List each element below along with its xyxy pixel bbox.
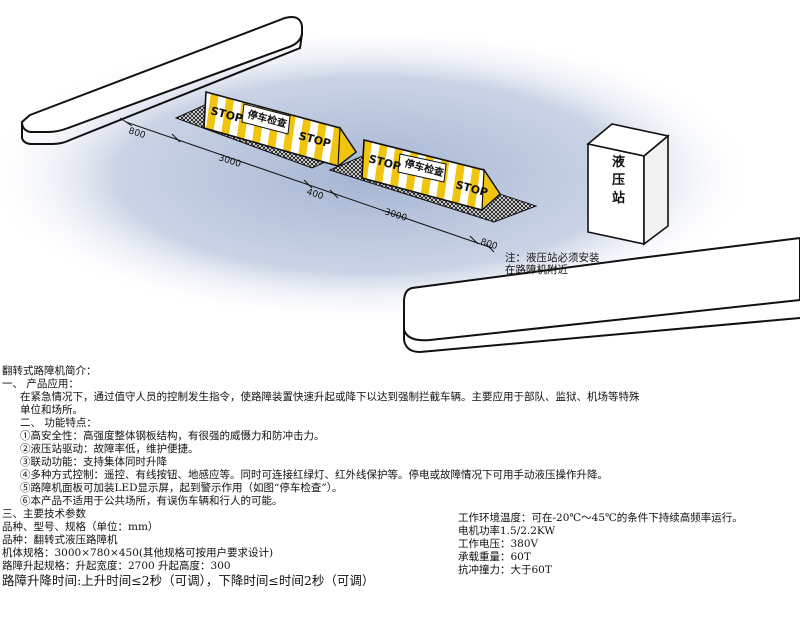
install-note-line-1: 注：液压站必须安装: [505, 252, 600, 264]
install-note: 注：液压站必须安装 在路障机附近: [505, 252, 600, 276]
param-right-3: 工作电压：380V: [458, 538, 539, 550]
feature-2: ②液压站驱动：故障率低，维护便捷。: [20, 443, 199, 455]
section-1-heading: 一、 产品应用：: [2, 378, 79, 390]
upper-curb: [20, 16, 303, 145]
barrier-1: [174, 90, 358, 169]
dimension-line: [119, 117, 495, 253]
feature-4: ④多种方式控制：遥控、有线按钮、地感应等。同时可连接红绿灯、红外线保护等。停电或…: [20, 469, 608, 481]
station-label-1: 液: [612, 154, 625, 170]
param-right-2: 电机功率1.5/2.2KW: [458, 525, 556, 537]
barrier-2: [328, 138, 538, 223]
param-left-1: 品种、型号、规格（单位：mm）: [2, 521, 159, 533]
section-3-heading: 三、主要技术参数: [2, 508, 86, 520]
lower-curb: [403, 236, 800, 354]
barrier-diagram: 液 压 站 STOP 停车检查 STOP STOP 停车检查 STOP 800: [0, 16, 800, 354]
station-label-2: 压: [612, 173, 625, 188]
section-2-heading: 二、 功能特点：: [20, 417, 97, 429]
install-note-line-2: 在路障机附近: [505, 264, 568, 276]
param-right-1: 工作环境温度：可在-20℃～45℃的条件下持续高频率运行。: [458, 512, 743, 524]
param-left-2: 品种：翻转式液压路障机: [2, 534, 118, 546]
section-1-body-1: 在紧急情况下，通过值守人员的控制发生指令，使路障装置快速升起或降下以达到强制拦截…: [20, 391, 640, 403]
feature-3: ③联动功能：支持集体同时升降: [20, 456, 167, 468]
param-left-5: 路障升降时间:上升时间≤2秒（可调），下降时间≤时间2秒（可调）: [2, 573, 375, 588]
param-right-5: 抗冲撞力：大于60T: [458, 564, 552, 576]
feature-6: ⑥本产品不适用于公共场所，有误伤车辆和行人的可能。: [20, 495, 283, 507]
station-label-3: 站: [612, 190, 625, 206]
section-1-body-2: 单位和场所。: [20, 404, 83, 416]
param-left-4: 路障升起规格：升起宽度：2700 升起高度：300: [2, 560, 231, 572]
param-right-4: 承载重量：60T: [458, 551, 531, 563]
feature-1: ①高安全性：高强度整体钢板结构，有很强的威慑力和防冲击力。: [20, 430, 325, 442]
intro-title: 翻转式路障机简介：: [2, 365, 97, 377]
hydraulic-station: [586, 123, 670, 246]
param-left-3: 机体规格：3000×780×450(其他规格可按用户要求设计): [2, 547, 274, 559]
feature-5: ⑤路障机面板可加装LED显示屏，起到警示作用（如图“停车检查”）。: [20, 482, 343, 494]
